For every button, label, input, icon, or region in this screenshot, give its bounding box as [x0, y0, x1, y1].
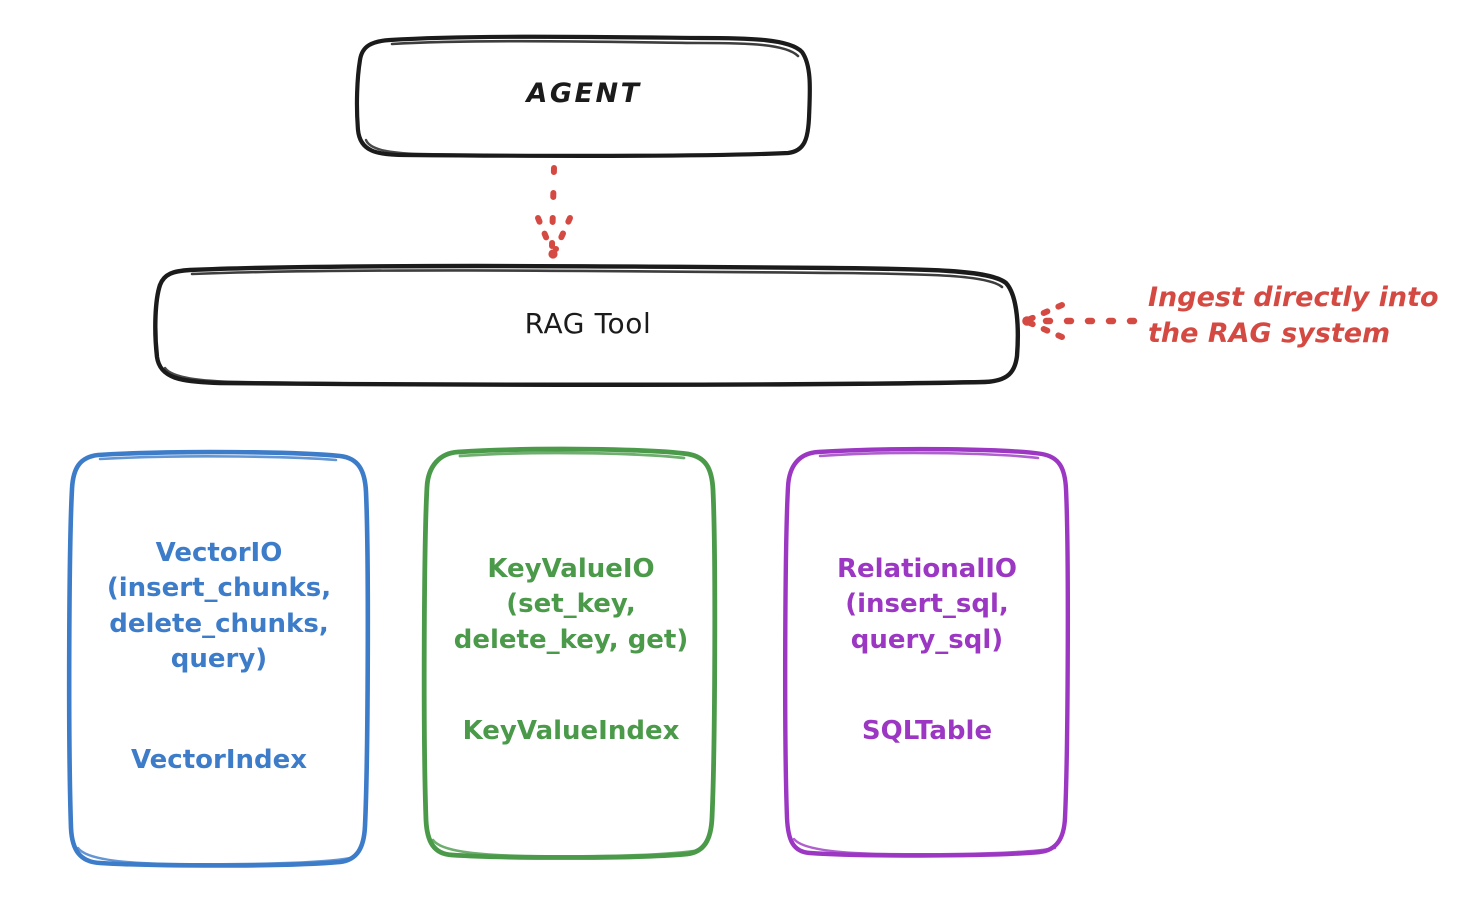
- relational-io-label: RelationalIO (insert_sql, query_sql): [836, 554, 1018, 655]
- ingest-note-arrow: [1022, 302, 1138, 340]
- key-value-io-box[interactable]: [421, 446, 718, 860]
- agent-box[interactable]: [354, 34, 812, 158]
- relational-io-box[interactable]: [782, 446, 1071, 858]
- sql-table-label: SQLTable: [861, 716, 993, 746]
- key-value-index-label: KeyValueIndex: [462, 716, 680, 746]
- vector-io-box[interactable]: [66, 449, 371, 868]
- rag-tool-box[interactable]: [153, 263, 1021, 387]
- ingest-note-text: Ingest directly into the RAG system: [1148, 282, 1439, 350]
- agent-to-ragtool-arrow: [535, 165, 573, 259]
- vector-io-label: VectorIO (insert_chunks, delete_chunks, …: [106, 538, 332, 675]
- key-value-io-label: KeyValueIO (set_key, delete_key, get): [453, 554, 689, 655]
- vector-index-label: VectorIndex: [130, 745, 308, 775]
- rag-tool-label: RAG Tool: [524, 307, 652, 340]
- agent-label: AGENT: [526, 78, 642, 109]
